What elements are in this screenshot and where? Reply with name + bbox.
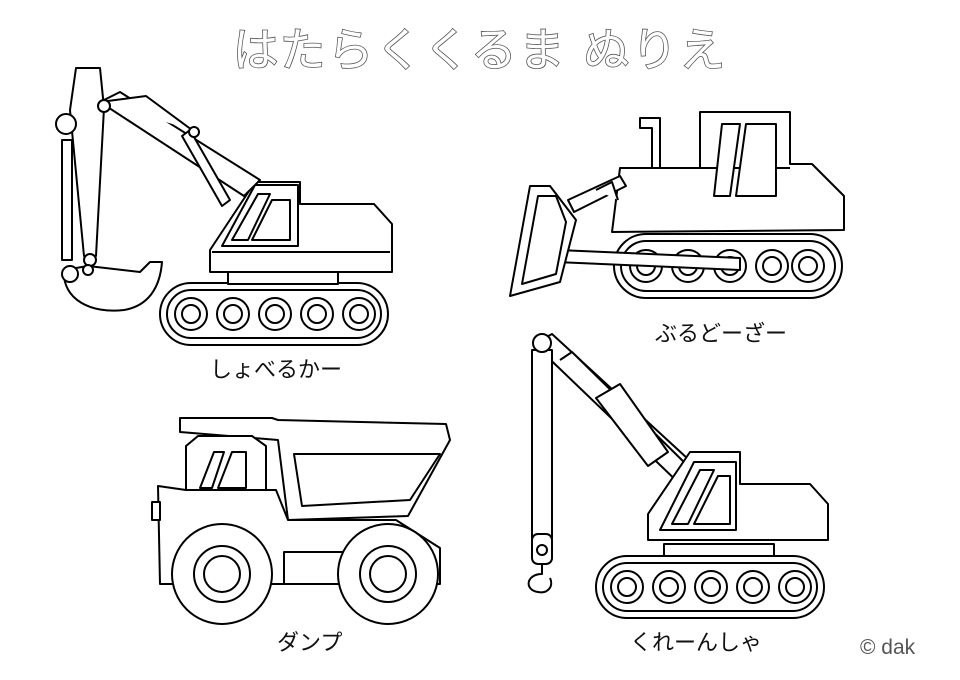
page-title: はたらくくるま ぬりえ — [232, 22, 728, 78]
crane-illustration — [527, 333, 829, 619]
excavator-label: しょべるかー — [210, 358, 343, 383]
excavator-illustration — [55, 67, 393, 346]
bulldozer-label: ぶるどーざー — [655, 322, 788, 347]
bulldozer-illustration — [509, 111, 845, 299]
dump-truck-label: ダンプ — [277, 631, 343, 656]
dump-truck-illustration — [151, 417, 451, 625]
crane-label: くれーんしゃ — [630, 631, 763, 656]
copyright-text: © dak — [860, 636, 916, 659]
